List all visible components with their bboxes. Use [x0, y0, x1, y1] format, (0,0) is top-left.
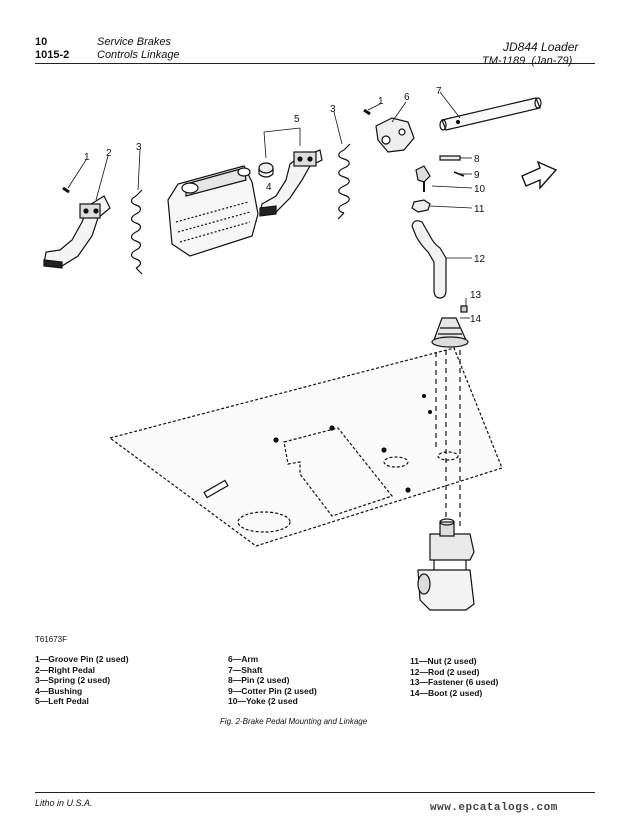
footer-rule — [35, 792, 595, 793]
callout-9: 9 — [474, 170, 480, 181]
callout-7: 7 — [436, 86, 442, 97]
callout-8: 8 — [474, 154, 480, 165]
exploded-view-illustration: 1 2 3 3 5 1 6 7 8 9 10 11 12 13 14 4 — [43, 86, 558, 611]
legend-item: 5—Left Pedal — [35, 696, 89, 707]
legend-column-1: 1—Groove Pin (2 used) 2—Right Pedal 3—Sp… — [35, 654, 129, 707]
legend-item: 8—Pin (2 used) — [228, 675, 290, 686]
legend-item: 4—Bushing — [35, 685, 83, 696]
floor-plate-drawing — [108, 347, 503, 547]
pedal-frame-drawing — [167, 165, 259, 257]
callout-1b: 1 — [378, 96, 384, 107]
website-watermark: www.epcatalogs.com — [430, 802, 558, 814]
right-pedal-drawing — [43, 195, 111, 269]
legend-item: 3—Spring (2 used) — [35, 675, 111, 686]
legend-item: 13—Fastener (6 used) — [410, 677, 499, 688]
callout-1a: 1 — [84, 152, 90, 163]
manual-ref: TM-1189 (Jan-79) — [482, 55, 572, 68]
callout-labels: 1 2 3 3 5 1 6 7 8 9 10 11 12 13 14 4 — [84, 86, 486, 325]
figure-caption: Fig. 2-Brake Pedal Mounting and Linkage — [220, 717, 368, 726]
callout-12: 12 — [474, 254, 486, 265]
callout-10: 10 — [474, 184, 486, 195]
machine-name: JD844 Loader — [503, 40, 579, 54]
subsection-title: Controls Linkage — [97, 49, 180, 61]
section-title: Service Brakes — [97, 36, 171, 48]
boot-drawing — [431, 317, 469, 348]
callout-13: 13 — [470, 290, 482, 301]
legend-item: 10—Yoke (2 used — [228, 696, 298, 707]
manual-number: TM-1189 — [482, 55, 526, 67]
shaft-drawing — [439, 97, 542, 131]
right-spring-drawing — [337, 143, 351, 220]
callout-3b: 3 — [330, 104, 336, 115]
legend-item: 1—Groove Pin (2 used) — [35, 654, 129, 664]
callout-14: 14 — [470, 314, 482, 325]
header-rule — [35, 63, 595, 64]
callout-4: 4 — [266, 182, 272, 193]
figure-reference: T61673F — [35, 635, 68, 644]
legend-item: 12—Rod (2 used) — [410, 666, 480, 677]
page-number: 10 — [35, 36, 48, 48]
arm-drawing — [375, 117, 415, 153]
legend-item: 2—Right Pedal — [35, 664, 95, 675]
master-cylinder-drawing — [417, 518, 475, 611]
callout-5: 5 — [294, 114, 300, 125]
legend-column-2: 6—Arm 7—Shaft 8—Pin (2 used) 9—Cotter Pi… — [228, 654, 317, 707]
left-spring-drawing — [130, 189, 143, 275]
litho-note: Litho in U.S.A. — [35, 798, 93, 808]
manual-date: (Jan-79) — [531, 55, 573, 67]
legend-column-3: 11—Nut (2 used) 12—Rod (2 used) 13—Faste… — [410, 656, 498, 698]
callout-2: 2 — [106, 148, 112, 159]
legend-item: 9—Cotter Pin (2 used) — [228, 685, 317, 696]
legend-item: 11—Nut (2 used) — [410, 656, 477, 666]
left-pedal-drawing — [259, 149, 323, 217]
legend-item: 6—Arm — [228, 654, 259, 664]
legend-item: 7—Shaft — [228, 664, 263, 675]
callout-11: 11 — [474, 204, 485, 215]
callout-6: 6 — [404, 92, 410, 103]
callout-3a: 3 — [136, 142, 142, 153]
section-number: 1015-2 — [35, 49, 70, 61]
legend-item: 14—Boot (2 used) — [410, 687, 483, 698]
